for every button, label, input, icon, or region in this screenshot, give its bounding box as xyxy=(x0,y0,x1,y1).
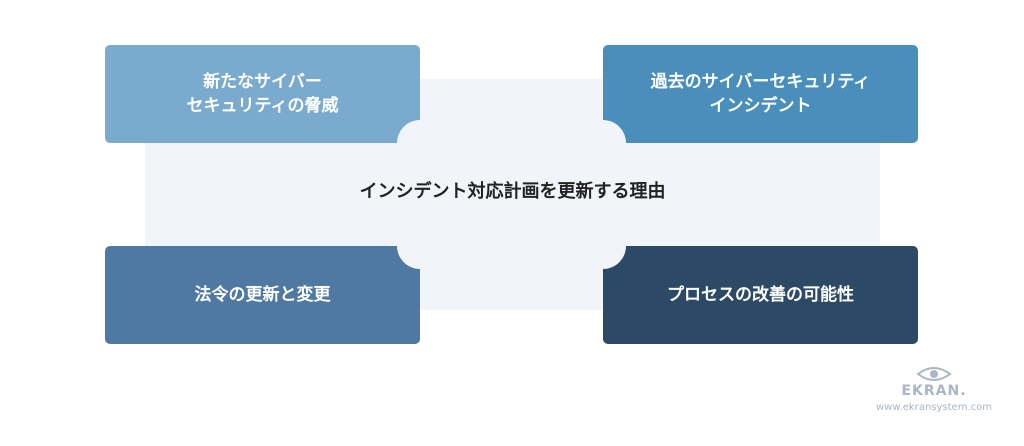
notch-top-right xyxy=(580,120,626,166)
logo-name: EKRAN. xyxy=(901,383,967,399)
ekran-logo: EKRAN. www.ekransystem.com xyxy=(864,366,1004,426)
card-text-line: 法令の更新と変更 xyxy=(194,285,331,305)
eye-icon xyxy=(916,367,952,381)
card-past-incidents: 過去のサイバーセキュリティ インシデント xyxy=(603,45,918,143)
card-regulation-updates: 法令の更新と変更 xyxy=(105,246,420,344)
card-text-line: 過去のサイバーセキュリティ xyxy=(650,72,871,92)
notch-bottom-left xyxy=(397,223,443,269)
card-text-line: プロセスの改善の可能性 xyxy=(667,285,854,305)
card-text-line: インシデント xyxy=(709,96,812,116)
card-text-line: 新たなサイバー xyxy=(203,72,322,92)
card-process-improvement: プロセスの改善の可能性 xyxy=(603,246,918,344)
card-new-cyber-threats: 新たなサイバー セキュリティの脅威 xyxy=(105,45,420,143)
center-title: インシデント対応計画を更新する理由 xyxy=(359,181,666,202)
notch-top-left xyxy=(397,120,443,166)
logo-url: www.ekransystem.com xyxy=(875,402,992,413)
notch-bottom-right xyxy=(580,223,626,269)
card-text-line: セキュリティの脅威 xyxy=(186,96,339,116)
